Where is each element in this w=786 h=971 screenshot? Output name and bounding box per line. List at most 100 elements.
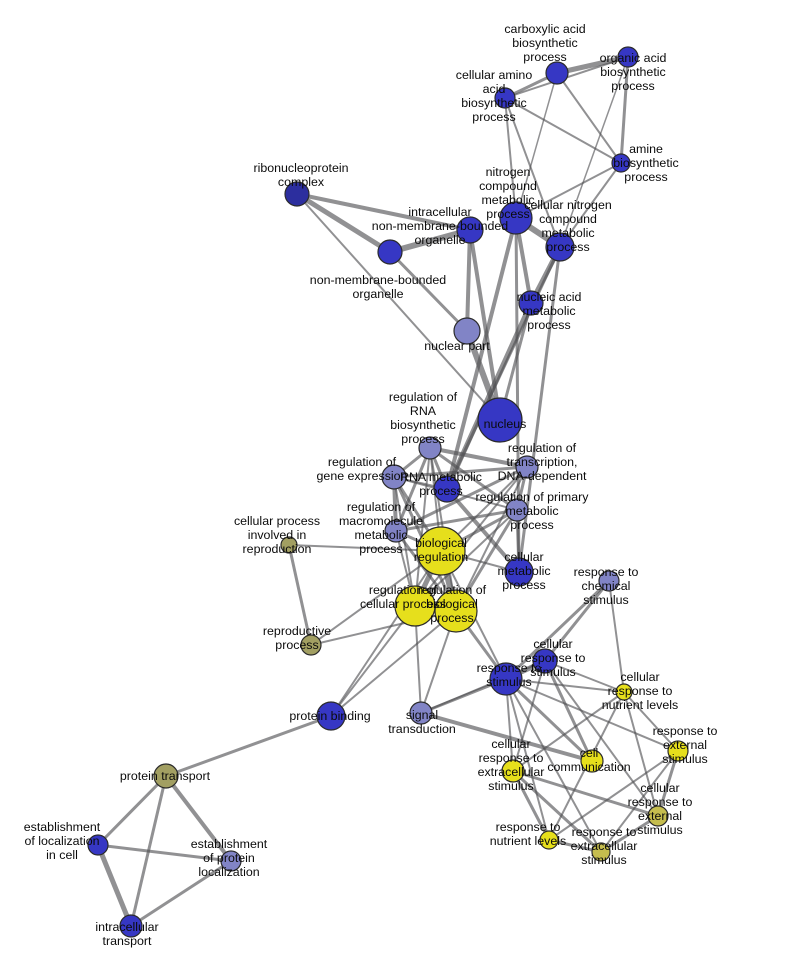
edge-cellular_amino--cellular_nitrogen[interactable]: [504, 97, 561, 248]
edge-nitrogen--rna_metabolic[interactable]: [445, 216, 518, 491]
node-amine[interactable]: amine biosynthetic process: [611, 153, 631, 173]
edge-cellular_response_nutrient--cellular_response_external[interactable]: [623, 691, 659, 817]
edge-reproductive_process--biological_regulation[interactable]: [310, 550, 442, 646]
edge-cellular_response_external--response_extracellular[interactable]: [599, 814, 660, 854]
node-cellular_process_reproduction[interactable]: cellular process involved in reproductio…: [280, 536, 298, 554]
edge-carboxylic--organic[interactable]: [554, 54, 631, 76]
node-cellular_amino[interactable]: cellular amino acid biosynthetic process: [494, 87, 516, 109]
node-reproductive_process[interactable]: reproductive process: [300, 634, 322, 656]
node-carboxylic[interactable]: carboxylic acid biosynthetic process: [545, 61, 569, 85]
edge-ribonucleoprotein--nmb_organelle[interactable]: [294, 191, 393, 255]
node-nucleus[interactable]: nucleus: [477, 397, 523, 443]
edge-cellular_response_stimulus--cellular_response_nutrient[interactable]: [544, 660, 625, 693]
edge-establishment_localization_cell--establishment_protein_localization[interactable]: [96, 843, 233, 863]
edge-cellular_process_reproduction--biological_regulation[interactable]: [288, 544, 442, 552]
edge-cellular_process_reproduction--reproductive_process[interactable]: [287, 543, 313, 647]
node-response_nutrient[interactable]: response to nutrient levels: [539, 830, 559, 850]
edge-reg_transcription--reg_macromolecule[interactable]: [394, 465, 529, 533]
node-reg_gene_expr[interactable]: regulation of gene expression: [381, 464, 407, 490]
node-intracellular_nmb[interactable]: intracellular non-membrane-bounded organ…: [456, 216, 484, 244]
node-rna_metabolic[interactable]: RNA metabolic process: [433, 475, 461, 503]
edge-protein_transport--establishment_protein_localization[interactable]: [164, 774, 233, 863]
edge-cellular_nitrogen--cellular_metabolic[interactable]: [517, 245, 562, 574]
edge-establishment_protein_localization--intracellular_transport[interactable]: [129, 859, 233, 928]
node-signal_transduction[interactable]: signal transduction: [409, 701, 433, 725]
edge-cellular_response_nutrient--response_external[interactable]: [623, 691, 679, 752]
edge-response_external--cellular_response_external[interactable]: [656, 749, 680, 818]
edge-response_external--response_extracellular[interactable]: [600, 750, 679, 853]
edge-amine--cellular_nitrogen[interactable]: [559, 162, 622, 248]
node-nitrogen[interactable]: nitrogen compound metabolic process: [499, 201, 533, 235]
node-cellular_response_external[interactable]: cellular response to external stimulus: [647, 805, 669, 827]
node-reg_transcription[interactable]: regulation of transcription, DNA-depende…: [515, 455, 539, 479]
node-organic[interactable]: organic acid biosynthetic process: [617, 46, 639, 68]
edge-amine--nitrogen[interactable]: [515, 162, 622, 219]
node-response_external[interactable]: response to external stimulus: [667, 740, 689, 762]
edge-cellular_response_stimulus--cell_communication[interactable]: [543, 659, 594, 763]
edge-carboxylic--nitrogen[interactable]: [515, 72, 558, 219]
node-establishment_localization_cell[interactable]: establishment of localization in cell: [87, 834, 109, 856]
edge-rna_metabolic--cellular_metabolic[interactable]: [445, 487, 521, 574]
node-reg_primary[interactable]: regulation of primary metabolic process: [505, 498, 529, 522]
edge-nmb_organelle--nuclear_part[interactable]: [388, 250, 469, 333]
edge-reg_primary--reg_macromolecule[interactable]: [394, 508, 519, 533]
edge-ribonucleoprotein--intracellular_nmb[interactable]: [295, 192, 472, 232]
edge-cell_communication--signal_transduction[interactable]: [419, 711, 594, 763]
edge-response_stimulus--cellular_response_nutrient[interactable]: [505, 678, 625, 693]
node-reg_macromolecule[interactable]: regulation of macromolecule metabolic pr…: [384, 519, 408, 543]
edge-cellular_response_stimulus--cellular_response_extracellular[interactable]: [512, 660, 546, 772]
edge-cellular_response_extracellular--cellular_response_external[interactable]: [511, 769, 660, 818]
edge-reg_rna_biosyn--reg_transcription[interactable]: [428, 446, 529, 469]
edge-organic--cellular_nitrogen[interactable]: [559, 56, 629, 248]
node-protein_transport[interactable]: protein transport: [153, 763, 179, 789]
node-biological_regulation[interactable]: biological regulation: [416, 526, 466, 576]
node-cellular_response_nutrient[interactable]: cellular response to nutrient levels: [615, 683, 633, 701]
edge-cellular_response_stimulus--signal_transduction[interactable]: [420, 660, 546, 714]
edge-carboxylic--amine[interactable]: [556, 72, 622, 164]
edge-response_stimulus--response_chemical[interactable]: [504, 579, 611, 681]
edge-cellular_response_extracellular--response_extracellular[interactable]: [511, 769, 603, 854]
edge-organic--amine[interactable]: [619, 55, 630, 165]
node-response_extracellular[interactable]: response to extracellular stimulus: [591, 842, 611, 862]
node-cellular_nitrogen[interactable]: cellular nitrogen compound metabolic pro…: [545, 232, 575, 262]
node-cellular_response_extracellular[interactable]: cellular response to extracellular stimu…: [501, 759, 525, 783]
node-response_chemical[interactable]: response to chemical stimulus: [598, 570, 620, 592]
edge-cellular_response_nutrient--cellular_response_extracellular[interactable]: [512, 691, 625, 772]
node-protein_binding[interactable]: protein binding: [316, 701, 346, 731]
node-nuclear_part[interactable]: nuclear part: [453, 317, 481, 345]
node-ribonucleoprotein[interactable]: ribonucleoprotein complex: [284, 181, 310, 207]
edge-reg_rna_biosyn--reg_macromolecule[interactable]: [394, 446, 432, 533]
node-nmb_organelle[interactable]: non-membrane-bounded organelle: [377, 239, 403, 265]
edge-cellular_amino--nitrogen[interactable]: [504, 97, 517, 219]
edge-establishment_localization_cell--intracellular_transport[interactable]: [95, 842, 134, 929]
edge-protein_transport--establishment_localization_cell[interactable]: [96, 774, 168, 847]
edge-cellular_response_extracellular--response_nutrient[interactable]: [511, 769, 551, 842]
edge-protein_binding--reg_biological[interactable]: [330, 610, 457, 717]
node-reg_rna_biosyn[interactable]: regulation of RNA biosynthetic process: [418, 436, 442, 460]
node-reg_biological[interactable]: regulation of biological process: [434, 589, 478, 633]
edge-intracellular_nmb--nuclear_part[interactable]: [465, 228, 472, 333]
edge-protein_binding--protein_transport[interactable]: [164, 714, 333, 778]
edge-response_stimulus--response_extracellular[interactable]: [505, 678, 602, 853]
edge-cellular_amino--amine[interactable]: [504, 97, 622, 164]
edge-reg_transcription--reg_gene_expr[interactable]: [392, 465, 529, 479]
edge-response_chemical--cellular_response_nutrient[interactable]: [608, 580, 625, 693]
node-nucleic_acid[interactable]: nucleic acid metabolic process: [518, 290, 544, 316]
edge-ribonucleoprotein--nucleus[interactable]: [296, 193, 501, 421]
edge-cellular_response_stimulus--response_chemical[interactable]: [543, 579, 611, 663]
edge-reg_rna_biosyn--reg_primary[interactable]: [428, 446, 519, 512]
node-response_stimulus[interactable]: response to stimulus: [489, 662, 523, 696]
node-cellular_metabolic[interactable]: cellular metabolic process: [504, 557, 534, 587]
node-cellular_response_stimulus[interactable]: cellular response to stimulus: [532, 648, 558, 674]
edge-nmb_organelle--intracellular_nmb[interactable]: [387, 227, 473, 255]
edge-intracellular_nmb--nucleus[interactable]: [468, 228, 502, 422]
node-cell_communication[interactable]: cell communication: [580, 749, 604, 773]
node-establishment_protein_localization[interactable]: establishment of protein localization: [220, 850, 242, 872]
edge-protein_binding--biological_regulation[interactable]: [330, 550, 442, 717]
node-intracellular_transport[interactable]: intracellular transport: [119, 914, 143, 938]
edge-protein_binding--reg_cellular[interactable]: [330, 605, 416, 717]
edge-response_stimulus--cell_communication[interactable]: [504, 677, 594, 763]
